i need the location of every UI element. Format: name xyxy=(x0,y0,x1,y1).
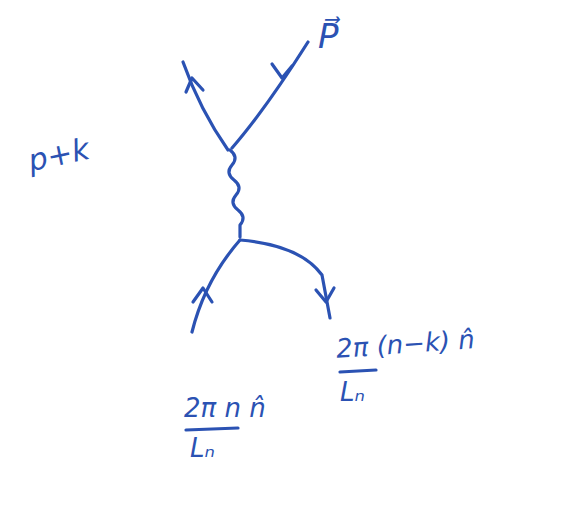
momentum-denominator: Lₙ xyxy=(190,434,215,463)
fermion-line xyxy=(183,62,228,150)
arrow-head xyxy=(272,64,292,78)
momentum-label: p+k xyxy=(25,132,92,177)
photon-propagator xyxy=(229,150,243,237)
fermion-line xyxy=(240,240,330,318)
fraction-bar xyxy=(186,428,238,430)
fraction-bar xyxy=(340,370,376,372)
arrow-head xyxy=(186,78,203,92)
fermion-line xyxy=(192,240,240,332)
fermion-line xyxy=(232,42,308,148)
arrow-head xyxy=(316,288,334,302)
momentum-denominator: Lₙ xyxy=(340,378,365,407)
momentum-numerator: 2π (n−k) n̂ xyxy=(335,325,475,363)
momentum-numerator: 2π n n̂ xyxy=(184,394,266,423)
momentum-label: P⃗ xyxy=(318,18,339,55)
arrow-head xyxy=(193,288,212,302)
